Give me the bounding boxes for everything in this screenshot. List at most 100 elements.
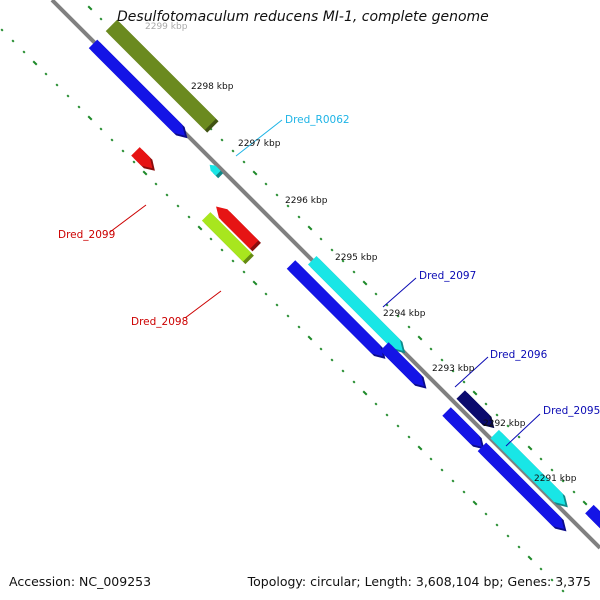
tick-mark [539, 567, 543, 571]
tick-mark [231, 149, 235, 153]
tick-mark [87, 5, 93, 11]
tick-mark [462, 380, 466, 384]
gene-arrow-olive[interactable] [105, 19, 217, 131]
gene-arrow-red-2099[interactable] [216, 206, 259, 249]
gene-arrow-lime-2098[interactable] [201, 212, 252, 262]
tick-mark [495, 413, 499, 417]
kbp-label: 2295 kbp [335, 253, 378, 263]
tick-mark [352, 380, 356, 384]
tick-mark [550, 578, 554, 582]
kbp-label: 2296 kbp [285, 196, 328, 206]
tick-mark [517, 545, 521, 549]
tick-mark [197, 225, 203, 231]
tick-mark [286, 314, 290, 318]
kbp-label: 2294 kbp [383, 309, 426, 319]
tick-mark [440, 468, 444, 472]
accession-text: Accession: NC_009253 [9, 574, 152, 589]
gene-label-dred-r0062[interactable]: Dred_R0062 [285, 114, 350, 126]
tick-mark [22, 50, 26, 54]
tick-mark [99, 17, 103, 21]
tick-mark [275, 193, 279, 197]
tick-mark [330, 358, 334, 362]
tick-mark [374, 402, 378, 406]
gene-labels: Dred_R0062 Dred_2099 Dred_2098 Dred_2097… [58, 114, 600, 417]
tick-mark [417, 335, 423, 341]
tick-mark [32, 60, 38, 66]
tick-mark [561, 589, 565, 593]
tick-mark [275, 303, 279, 307]
gene-features [88, 19, 600, 552]
tick-mark [506, 424, 510, 428]
gene-arrow-blue-2097[interactable] [286, 260, 383, 357]
tick-mark [242, 160, 246, 164]
tick-mark [121, 149, 125, 153]
gene-arrow-red-small[interactable] [131, 147, 153, 169]
tick-mark [99, 127, 103, 131]
tick-mark [264, 292, 268, 296]
tick-mark [252, 280, 258, 286]
tick-mark [341, 369, 345, 373]
tick-mark [132, 160, 136, 164]
tick-mark [307, 335, 313, 341]
gene-arrow-blue-edge[interactable] [585, 504, 600, 552]
gene-arrow-blue-2095a[interactable] [442, 407, 482, 447]
tick-mark [517, 435, 521, 439]
tick-mark [297, 215, 301, 219]
tick-mark [319, 237, 323, 241]
gene-label-dred-2096[interactable]: Dred_2096 [490, 349, 548, 361]
tick-mark [55, 83, 59, 87]
tick-mark [561, 479, 565, 483]
tick-mark [142, 170, 148, 176]
gene-arrow-cyan-small[interactable] [209, 164, 221, 176]
gene-arrow-blue-2096[interactable] [380, 342, 424, 387]
tick-mark [451, 479, 455, 483]
tick-mark [484, 512, 488, 516]
tick-mark [572, 490, 576, 494]
tick-mark [307, 225, 313, 231]
gene-label-dred-2095[interactable]: Dred_2095 [543, 405, 600, 417]
tick-mark [472, 500, 478, 506]
tick-mark [472, 390, 478, 396]
tick-mark [550, 468, 554, 472]
tick-mark [417, 445, 423, 451]
kbp-label: 2298 kbp [191, 82, 234, 92]
tick-mark [77, 105, 81, 109]
gene-arrow-blue-2095b[interactable] [477, 442, 564, 529]
tick-mark [407, 435, 411, 439]
tick-mark [527, 555, 533, 561]
gene-arrow-navy-2095[interactable] [456, 390, 492, 426]
tick-mark [231, 259, 235, 263]
genome-title: Desulfotomaculum reducens MI-1, complete… [117, 9, 489, 25]
kbp-label: 2293 kbp [432, 364, 475, 374]
tick-mark [286, 204, 290, 208]
tick-mark [396, 314, 400, 318]
tick-mark [44, 72, 48, 76]
tick-mark [11, 39, 15, 43]
gene-arrow-blue-1[interactable] [88, 39, 185, 136]
tick-mark [462, 490, 466, 494]
gene-arrow-cyan-2095[interactable] [490, 429, 566, 505]
gene-label-dred-2097[interactable]: Dred_2097 [419, 270, 476, 282]
gene-label-dred-2098[interactable]: Dred_2098 [131, 316, 188, 328]
tick-mark [0, 28, 4, 32]
tick-mark [319, 347, 323, 351]
tick-mark [362, 280, 368, 286]
gene-arrow-cyan-2097[interactable] [307, 255, 403, 351]
kbp-label: 2291 kbp [534, 474, 577, 484]
tick-mark [252, 170, 258, 176]
kbp-label: 2299 kbp [145, 22, 188, 32]
tick-mark [451, 369, 455, 373]
tick-mark [220, 138, 224, 142]
tick-mark [110, 138, 114, 142]
topology-text: Topology: circular; Length: 3,608,104 bp… [247, 574, 591, 589]
tick-mark [352, 270, 356, 274]
tick-mark [582, 500, 588, 506]
tick-mark [165, 193, 169, 197]
tick-mark [176, 204, 180, 208]
tick-mark [187, 215, 191, 219]
tick-mark [440, 358, 444, 362]
gene-label-dred-2099[interactable]: Dred_2099 [58, 229, 115, 241]
tick-mark [429, 457, 433, 461]
tick-mark [396, 424, 400, 428]
